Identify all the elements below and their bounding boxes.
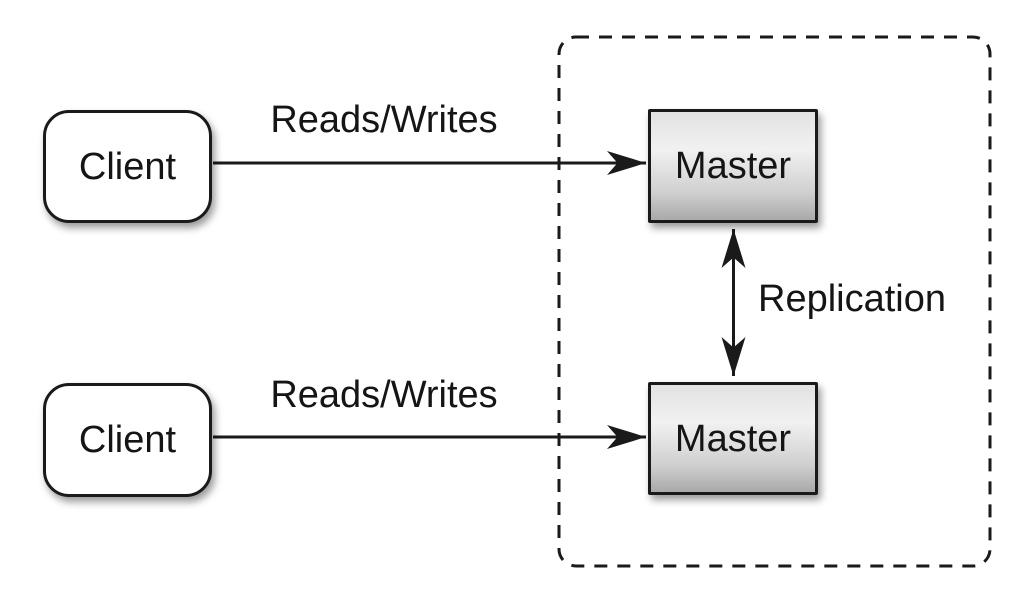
client-node-top: Client bbox=[43, 110, 212, 223]
master-node-bottom-label: Master bbox=[674, 417, 792, 460]
master-node-top: Master bbox=[648, 109, 818, 223]
replication-group-boundary bbox=[557, 35, 992, 568]
edge-label-reads-writes-bottom: Reads/Writes bbox=[270, 374, 498, 416]
edge-label-replication: Replication bbox=[758, 278, 946, 320]
edge-label-reads-writes-top: Reads/Writes bbox=[270, 99, 498, 141]
master-node-bottom: Master bbox=[648, 382, 818, 495]
client-node-bottom-label: Client bbox=[78, 419, 177, 461]
master-node-top-label: Master bbox=[674, 145, 792, 187]
client-node-bottom: Client bbox=[43, 383, 212, 497]
client-node-top-label: Client bbox=[78, 145, 177, 188]
